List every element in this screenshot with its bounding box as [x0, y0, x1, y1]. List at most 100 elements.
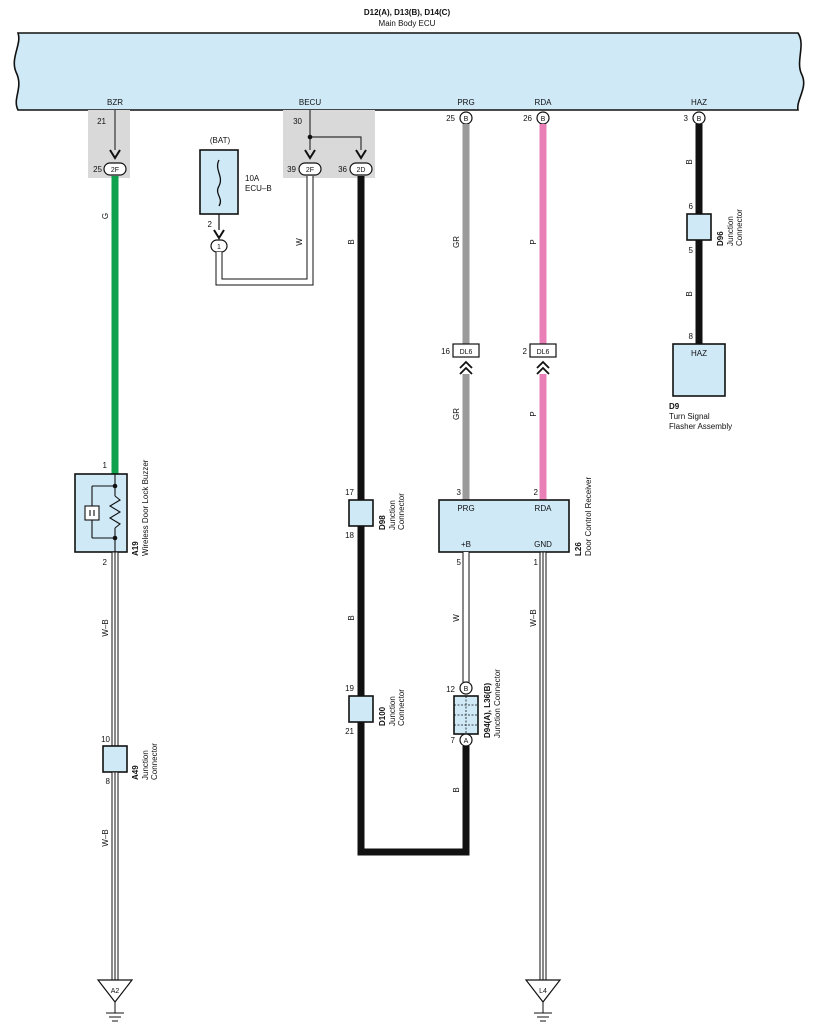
fuse-connector-label: 1 — [217, 244, 221, 251]
buzzer-wire-color: W–B — [101, 619, 110, 636]
bzr-ecu-pin: 21 — [97, 117, 106, 126]
d94-conn-bottom: A — [464, 738, 469, 745]
becu-j1-label: 2F — [306, 167, 314, 174]
buzzer-node-top — [112, 483, 118, 489]
ground-a2-triangle — [96, 979, 134, 1003]
buzzer-id: A19 — [131, 541, 140, 556]
d96-pin-bottom: 5 — [689, 246, 694, 255]
dl6-rda-label: DL6 — [537, 349, 550, 356]
dl6-prg-chevron-icon — [459, 360, 473, 375]
haz-ecu-pin: 3 — [684, 114, 689, 123]
bzr-connector-oval — [103, 162, 127, 176]
prg-ecu-conn: B — [464, 116, 469, 123]
rda-wire-color: P — [529, 239, 538, 244]
d98-name-1: Junction — [388, 500, 397, 530]
d94-conn-top-circle — [459, 681, 473, 695]
buzzer-node-bottom — [112, 535, 118, 541]
becu-j1-oval — [298, 162, 322, 176]
rda-ecu-pin: 26 — [523, 114, 532, 123]
receiver-b-label: +B — [461, 540, 471, 549]
fuse-box — [199, 149, 239, 215]
a49-pin-bottom: 8 — [106, 777, 111, 786]
ground-a2-icon — [106, 1002, 124, 1022]
flasher-label: HAZ — [691, 349, 707, 358]
bzr-connector-label: 2F — [111, 167, 119, 174]
ecu-terminal-becu: BECU — [299, 98, 321, 107]
rda-ecu-conn: B — [541, 116, 546, 123]
a49-name-1: Junction — [141, 750, 150, 780]
d96-id: D96 — [716, 231, 725, 246]
d96-name-1: Junction — [726, 216, 735, 246]
becu-arrow-icon-1 — [304, 149, 316, 160]
dl6-rda-chevron-icon — [536, 360, 550, 375]
bat-white-wire — [215, 176, 314, 286]
receiver-prg-label: PRG — [457, 504, 474, 513]
d96-box — [686, 213, 712, 241]
becu-arrow-icon-2 — [355, 149, 367, 160]
buzzer-pin-top: 1 — [103, 461, 108, 470]
haz-ecu-conn: B — [697, 116, 702, 123]
bottom-black-wire — [357, 722, 470, 856]
d98-pin-top: 17 — [345, 488, 354, 497]
buzzer-name: Wireless Door Lock Buzzer — [141, 459, 150, 556]
fuse-source: (BAT) — [210, 136, 231, 145]
rda-lower-wire-color: P — [529, 411, 538, 416]
d94-grid-icon — [454, 696, 478, 734]
flasher-pin: 8 — [689, 332, 694, 341]
becu-ecu-pin: 30 — [293, 117, 302, 126]
receiver-pin-gnd: 1 — [534, 558, 539, 567]
ecu-name: Main Body ECU — [379, 19, 436, 28]
ecu-terminal-prg: PRG — [457, 98, 474, 107]
bzr-arrow-icon — [109, 149, 121, 160]
receiver-name: Door Control Receiver — [584, 477, 593, 556]
fuse-arrow-icon — [213, 229, 225, 240]
ground-l4-label: L4 — [539, 988, 547, 995]
becu-j2-label: 2D — [357, 167, 366, 174]
d94-pin-bottom: 7 — [451, 736, 456, 745]
prg-ecu-pin: 25 — [446, 114, 455, 123]
becu-j2-pin: 36 — [338, 165, 347, 174]
d94-conn-top: B — [464, 686, 469, 693]
ecu-terminal-haz: HAZ — [691, 98, 707, 107]
dl6-prg-box — [452, 343, 480, 358]
d100-pin-bottom: 21 — [345, 727, 354, 736]
becu-j1-pin: 39 — [287, 165, 296, 174]
a49-id: A49 — [131, 765, 140, 780]
ecu-terminal-rda: RDA — [535, 98, 553, 107]
bat-wire-color: W — [295, 238, 304, 246]
a49-wire-color: W–B — [101, 829, 110, 846]
buzzer-wb-wire — [111, 551, 119, 747]
fuse-pin-out: 2 — [208, 220, 213, 229]
d94-name: Junction Connector — [493, 669, 502, 738]
receiver-gnd-label: GND — [534, 540, 552, 549]
bzr-junction-pin: 25 — [93, 165, 102, 174]
d100-name-1: Junction — [388, 696, 397, 726]
receiver-pin-rda: 2 — [534, 488, 539, 497]
bottom-wire-color: B — [452, 787, 461, 792]
dl6-prg-label: DL6 — [460, 349, 473, 356]
dl6-prg-pin: 16 — [441, 347, 450, 356]
d98-pin-bottom: 18 — [345, 531, 354, 540]
ground-l4-icon — [534, 1002, 552, 1022]
ground-l4-triangle — [524, 979, 562, 1003]
d96-pin-top: 6 — [689, 202, 694, 211]
fuse-name: ECU–B — [245, 184, 272, 193]
d100-box — [348, 695, 374, 723]
flasher-name-2: Flasher Assembly — [669, 422, 732, 431]
receiver-id: L26 — [574, 542, 583, 556]
receiver-gnd-wire — [539, 551, 547, 981]
prg-wire-color: GR — [452, 236, 461, 248]
ecu-connector-ids: D12(A), D13(B), D14(C) — [364, 8, 451, 17]
receiver-gnd-wire-color: W–B — [529, 609, 538, 626]
fuse-icon — [216, 159, 222, 207]
becu-wire-color: B — [347, 239, 356, 244]
receiver-pin-prg: 3 — [457, 488, 462, 497]
receiver-rda-label: RDA — [535, 504, 553, 513]
becu-splice-node — [307, 134, 313, 140]
receiver-b-wire-color: W — [452, 614, 461, 622]
d94-pin-top: 12 — [446, 685, 455, 694]
flasher-box — [672, 343, 726, 397]
a49-pin-top: 10 — [101, 735, 110, 744]
flasher-id: D9 — [669, 402, 680, 411]
